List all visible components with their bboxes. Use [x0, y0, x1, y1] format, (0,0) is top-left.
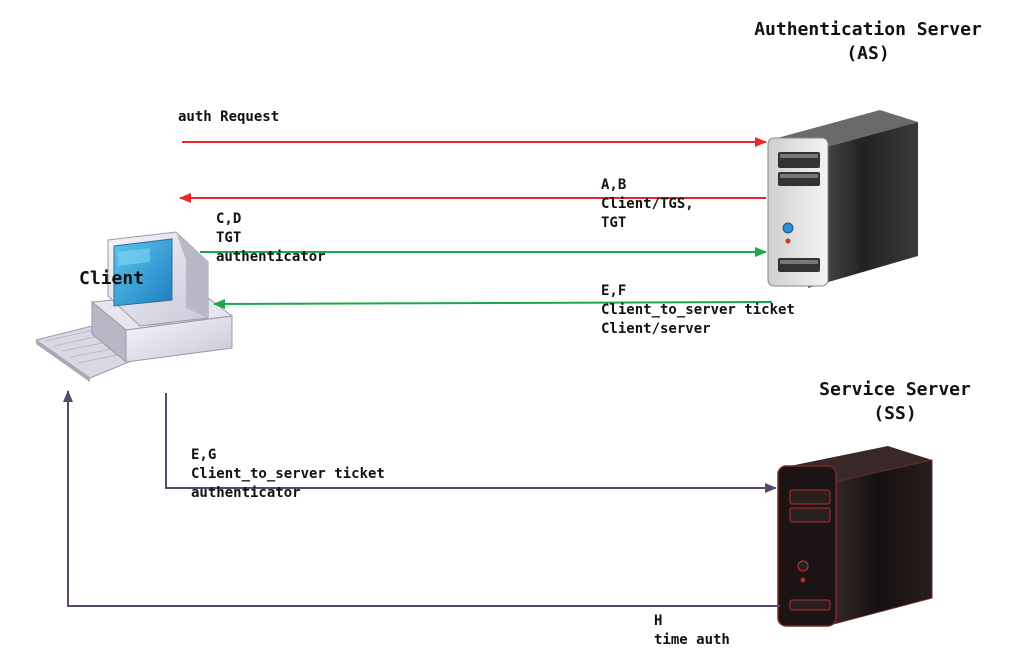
ss-request-line-3: authenticator — [191, 485, 301, 501]
auth-request-line-1: auth Request — [178, 109, 280, 125]
ss-reply-line-2: time auth — [654, 632, 730, 648]
tgs-reply-line-3: Client/server — [601, 321, 711, 337]
ss-title-name: Service Server — [819, 379, 971, 400]
ss-reply-line-1: H — [654, 613, 663, 629]
auth-request-label: auth Request — [178, 108, 279, 127]
ss-title-abbrev: (SS) — [873, 403, 917, 424]
service-server-icon — [777, 446, 933, 627]
as-reply-line-3: TGT — [601, 215, 627, 231]
tgs-reply-line-2: Client_to_server ticket — [601, 302, 795, 318]
tgs-request-line-1: C,D — [216, 211, 242, 227]
tgs-reply-arrow — [213, 298, 773, 309]
as-reply-line-2: Client/TGS, — [601, 196, 694, 212]
as-reply-line-1: A,B — [601, 177, 627, 193]
tgs-reply-label: E,F Client_to_server ticket Client/serve… — [601, 282, 795, 339]
as-title: Authentication Server (AS) — [748, 18, 988, 66]
tgs-reply-line-1: E,F — [601, 283, 627, 299]
ss-reply-label: H time auth — [654, 612, 730, 650]
ss-reply-arrow — [63, 390, 780, 607]
ss-request-label: E,G Client_to_server ticket authenticato… — [191, 446, 385, 503]
tgs-request-line-3: authenticator — [216, 249, 326, 265]
ss-request-line-2: Client_to_server ticket — [191, 466, 385, 482]
as-title-abbrev: (AS) — [846, 43, 890, 64]
as-reply-label: A,B Client/TGS, TGT — [601, 176, 694, 233]
ss-title: Service Server (SS) — [805, 378, 985, 426]
as-title-name: Authentication Server — [754, 19, 982, 40]
authentication-server-icon — [767, 110, 918, 288]
ss-request-line-1: E,G — [191, 447, 217, 463]
ss-request-arrow — [165, 393, 777, 493]
client-computer-icon — [34, 231, 234, 382]
tgs-request-line-2: TGT — [216, 230, 242, 246]
client-label: Client — [79, 268, 145, 289]
tgs-request-label: C,D TGT authenticator — [216, 210, 326, 267]
